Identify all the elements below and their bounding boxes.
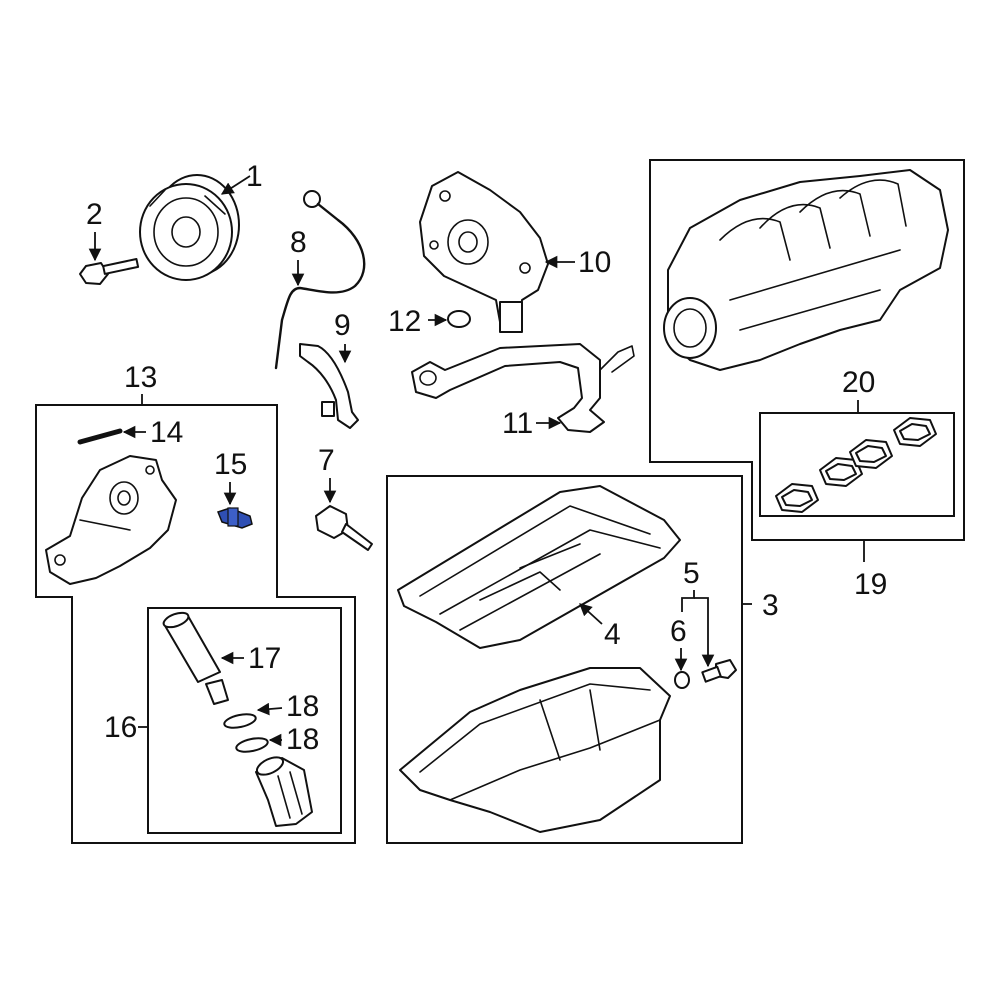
callout-8: 8 (290, 226, 307, 259)
callout-4: 4 (604, 618, 621, 651)
group-16-box (147, 607, 342, 834)
drain-plug-washer[interactable] (674, 671, 690, 689)
oil-filter-cap[interactable] (254, 754, 313, 827)
leader-18-upper (256, 702, 283, 716)
callout-7: 7 (318, 444, 335, 477)
pump-o-ring[interactable] (447, 310, 471, 328)
callout-6: 6 (670, 615, 687, 648)
intake-manifold[interactable] (663, 169, 949, 371)
callout-5: 5 (683, 557, 700, 590)
crankshaft-pulley[interactable] (139, 174, 240, 281)
callout-14: 14 (150, 416, 183, 449)
leader-4 (579, 603, 603, 625)
oil-filter-housing[interactable] (45, 455, 177, 585)
oil-pressure-sensor[interactable] (217, 507, 253, 529)
callout-19: 19 (854, 568, 887, 601)
callout-18-lower: 18 (286, 723, 319, 756)
leader-1 (220, 175, 251, 195)
callout-15: 15 (214, 448, 247, 481)
callout-18-upper: 18 (286, 690, 319, 723)
oil-pan[interactable] (399, 667, 671, 833)
callout-1: 1 (246, 160, 263, 193)
group-3-box (386, 475, 743, 844)
pulley-bolt[interactable] (79, 258, 140, 285)
oil-dipstick[interactable] (274, 190, 366, 370)
group-13-box (35, 404, 356, 844)
callout-10: 10 (578, 246, 611, 279)
dowel-pin[interactable] (77, 428, 123, 445)
dipstick-tube[interactable] (299, 343, 359, 429)
drain-plug-bolt[interactable] (701, 659, 737, 683)
group-20-box (759, 412, 955, 517)
callout-17: 17 (248, 642, 281, 675)
callout-3: 3 (762, 589, 779, 622)
leader-5-a (681, 590, 695, 612)
callout-11: 11 (502, 407, 533, 440)
callout-20: 20 (842, 366, 875, 399)
filter-o-ring-lower[interactable] (235, 736, 269, 754)
intake-gaskets[interactable] (775, 417, 937, 513)
callout-2: 2 (86, 198, 103, 231)
callout-12: 12 (388, 305, 421, 338)
group-19-box (649, 159, 965, 541)
leader-5-b (694, 597, 715, 668)
oil-temperature-sensor[interactable] (315, 505, 373, 551)
callout-16: 16 (104, 711, 137, 744)
callout-13: 13 (124, 361, 157, 394)
oil-pan-baffle[interactable] (397, 485, 681, 649)
callout-9: 9 (334, 309, 351, 342)
oil-pickup-tube[interactable] (411, 343, 635, 433)
oil-filter-element[interactable] (162, 610, 229, 705)
oil-pump[interactable] (419, 171, 549, 333)
filter-o-ring-upper[interactable] (223, 712, 257, 730)
